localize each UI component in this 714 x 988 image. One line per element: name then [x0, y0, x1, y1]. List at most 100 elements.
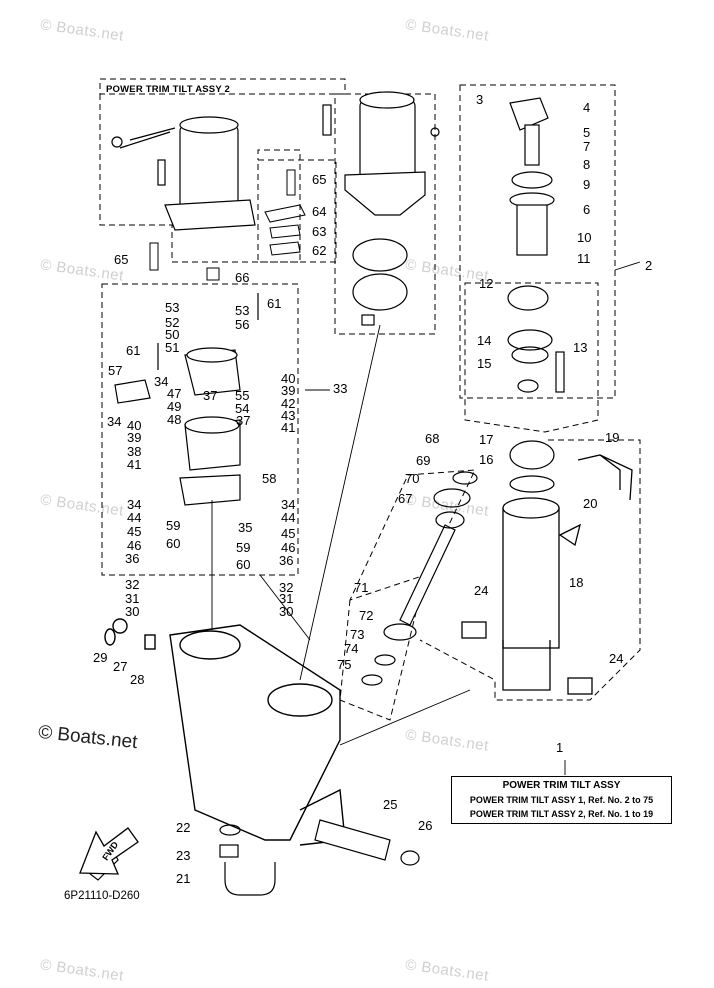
- callout-2: 2: [645, 258, 652, 273]
- motor-assy2: [111, 116, 256, 231]
- callout-24: 24: [474, 583, 488, 598]
- callout-47: 47: [167, 386, 181, 401]
- cylinder-outline: [419, 439, 641, 701]
- callout-7: 7: [583, 139, 590, 154]
- callout-74: 74: [344, 641, 358, 656]
- callout-57: 57: [108, 363, 122, 378]
- callout-26: 26: [418, 818, 432, 833]
- callout-37: 37: [236, 413, 250, 428]
- callout-37: 37: [203, 388, 217, 403]
- legend-line-2: POWER TRIM TILT ASSY 2, Ref. No. 1 to 19: [469, 809, 654, 819]
- cylinder: [461, 454, 633, 695]
- callout-39: 39: [127, 430, 141, 445]
- callout-24: 24: [609, 651, 623, 666]
- callout-51: 51: [165, 340, 179, 355]
- diagram-code: 6P21110-D260: [64, 890, 140, 902]
- callout-53: 53: [165, 300, 179, 315]
- callout-72: 72: [359, 608, 373, 623]
- callout-59: 59: [166, 518, 180, 533]
- bracket: [104, 618, 346, 846]
- ram-outline: [459, 84, 616, 399]
- callout-27: 27: [113, 659, 127, 674]
- callout-55: 55: [235, 388, 249, 403]
- callout-8: 8: [583, 157, 590, 172]
- leader-lines: [211, 261, 641, 775]
- callout-60: 60: [166, 536, 180, 551]
- callout-30: 30: [279, 604, 293, 619]
- callout-31: 31: [279, 591, 293, 606]
- valve-parts: [149, 169, 306, 281]
- callout-63: 63: [312, 224, 326, 239]
- callout-44: 44: [281, 510, 295, 525]
- callout-21: 21: [176, 871, 190, 886]
- callout-15: 15: [477, 356, 491, 371]
- callout-3: 3: [476, 92, 483, 107]
- legend-line-1: POWER TRIM TILT ASSY 1, Ref. No. 2 to 75: [469, 795, 654, 805]
- callout-40: 40: [127, 418, 141, 433]
- callout-43: 43: [281, 408, 295, 423]
- callout-31: 31: [125, 591, 139, 606]
- callout-13: 13: [573, 340, 587, 355]
- callout-9: 9: [583, 177, 590, 192]
- callout-56: 56: [235, 317, 249, 332]
- callout-66: 66: [235, 270, 249, 285]
- callout-49: 49: [167, 399, 181, 414]
- callout-44: 44: [127, 510, 141, 525]
- pump-outline: [101, 283, 299, 576]
- callout-32: 32: [279, 580, 293, 595]
- callout-48: 48: [167, 412, 181, 427]
- callout-75: 75: [337, 657, 351, 672]
- callout-70: 70: [405, 471, 419, 486]
- callout-46: 46: [281, 540, 295, 555]
- callout-22: 22: [176, 820, 190, 835]
- callout-10: 10: [577, 230, 591, 245]
- callout-61: 61: [126, 343, 140, 358]
- callout-36: 36: [279, 553, 293, 568]
- callout-73: 73: [350, 627, 364, 642]
- callout-14: 14: [477, 333, 491, 348]
- callout-labels: 1 2 3 4 5 7 8 9 6 10 11 12 13 14 15 16 1…: [93, 92, 652, 886]
- callout-34: 34: [154, 374, 168, 389]
- callout-39: 39: [281, 383, 295, 398]
- callout-52: 52: [165, 315, 179, 330]
- callout-58: 58: [262, 471, 276, 486]
- callout-46: 46: [127, 538, 141, 553]
- callout-38: 38: [127, 444, 141, 459]
- callout-54: 54: [235, 401, 249, 416]
- callout-45: 45: [127, 524, 141, 539]
- legend-box: POWER TRIM TILT ASSY POWER TRIM TILT ASS…: [451, 776, 672, 824]
- motor-assy1: [322, 91, 440, 326]
- tube-parts: [361, 471, 478, 686]
- callout-20: 20: [583, 496, 597, 511]
- callout-29: 29: [93, 650, 107, 665]
- callout-16: 16: [479, 452, 493, 467]
- callout-11: 11: [577, 251, 591, 266]
- callout-61: 61: [267, 296, 281, 311]
- callout-59: 59: [236, 540, 250, 555]
- callout-45: 45: [281, 526, 295, 541]
- callout-4: 4: [583, 100, 590, 115]
- callout-19: 19: [605, 430, 619, 445]
- callout-41: 41: [127, 457, 141, 472]
- callout-34: 34: [107, 414, 121, 429]
- callout-5: 5: [583, 125, 590, 140]
- pump-body: [114, 293, 259, 506]
- callout-18: 18: [569, 575, 583, 590]
- callout-23: 23: [176, 848, 190, 863]
- callout-71: 71: [354, 580, 368, 595]
- callout-17: 17: [479, 432, 493, 447]
- assy2-box-title: POWER TRIM TILT ASSY 2: [106, 84, 231, 95]
- callout-34: 34: [281, 497, 295, 512]
- callout-36: 36: [125, 551, 139, 566]
- callout-65: 65: [114, 252, 128, 267]
- callout-50: 50: [165, 327, 179, 342]
- callout-28: 28: [130, 672, 144, 687]
- callout-32: 32: [125, 577, 139, 592]
- callout-65: 65: [312, 172, 326, 187]
- fwd-arrow: [79, 827, 139, 875]
- callout-69: 69: [416, 453, 430, 468]
- legend-title: POWER TRIM TILT ASSY: [502, 780, 621, 791]
- callout-30: 30: [125, 604, 139, 619]
